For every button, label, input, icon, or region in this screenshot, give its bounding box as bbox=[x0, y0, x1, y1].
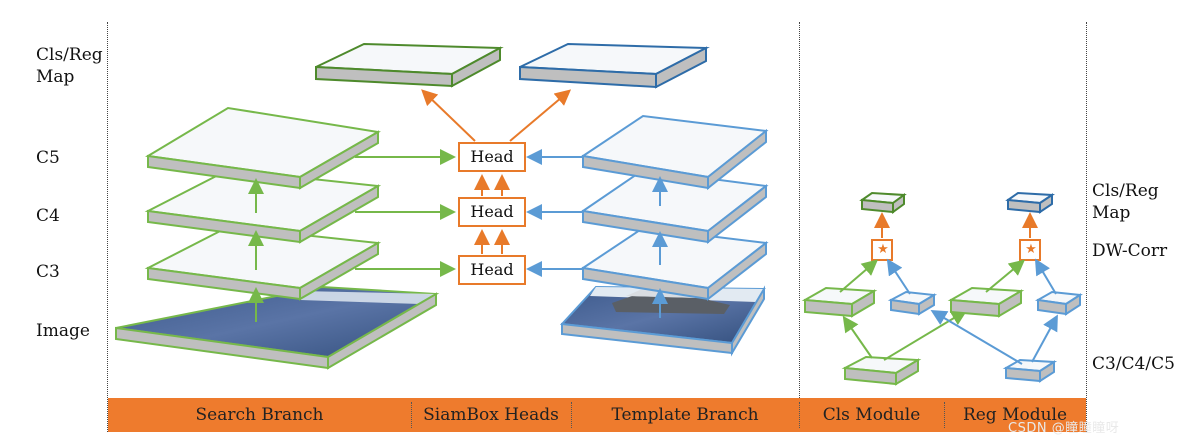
template-c5-slab bbox=[580, 114, 769, 191]
reg-feat-green bbox=[947, 286, 1025, 318]
bar-separator bbox=[944, 402, 945, 428]
reg-corr-star-icon: ★ bbox=[1025, 242, 1037, 257]
bar-separator bbox=[411, 402, 412, 428]
label-c3: C3 bbox=[36, 262, 60, 282]
segment-search-branch: Search Branch bbox=[195, 405, 324, 425]
segment-reg-module: Reg Module bbox=[962, 405, 1068, 425]
label-dw-corr: DW-Corr bbox=[1092, 241, 1168, 261]
head-to-reg-map-arrow bbox=[509, 89, 572, 142]
cls-output-map bbox=[859, 191, 907, 214]
label-c5: C5 bbox=[36, 148, 60, 168]
section-bar: Search Branch SiamBox Heads Template Bra… bbox=[108, 398, 1086, 432]
search-c4-slab bbox=[144, 168, 382, 244]
template-c3-slab bbox=[580, 226, 769, 302]
left-divider bbox=[107, 22, 108, 432]
label-c4: C4 bbox=[36, 206, 60, 226]
reg-output-map bbox=[1005, 191, 1056, 214]
reg-dwcorr-box bbox=[1019, 239, 1041, 261]
bar-separator bbox=[571, 402, 572, 428]
middle-divider bbox=[799, 22, 800, 432]
label-image: Image bbox=[36, 321, 90, 341]
segment-template-branch: Template Branch bbox=[611, 405, 759, 425]
reg-feat-blue-right bbox=[1034, 290, 1083, 316]
watermark: CSDN @瞳瞳瞳呀 bbox=[1008, 421, 1120, 436]
segment-cls-module: Cls Module bbox=[822, 405, 921, 425]
segment-siambox-heads: SiamBox Heads bbox=[423, 405, 559, 425]
head-to-cls-map-arrow bbox=[421, 89, 476, 142]
top-reg-map bbox=[519, 42, 710, 89]
reg-feat-blue-bottom bbox=[1002, 358, 1058, 383]
cls-module bbox=[801, 191, 968, 386]
search-image-slab bbox=[115, 285, 440, 370]
bar-separator bbox=[799, 402, 800, 428]
cls-feat-green-left bbox=[801, 286, 878, 318]
right-divider bbox=[1086, 22, 1087, 432]
cls-dwcorr-box bbox=[871, 239, 893, 261]
top-cls-map bbox=[315, 42, 504, 88]
template-c4-slab bbox=[580, 168, 769, 245]
label-c3c4c5: C3/C4/C5 bbox=[1092, 354, 1175, 374]
cls-feat-green-bottom bbox=[841, 355, 922, 386]
label-right-cls-reg-map: Cls/Reg Map bbox=[1092, 181, 1159, 223]
cls-feat-blue-right bbox=[887, 290, 938, 316]
reg-module bbox=[930, 191, 1083, 383]
head-box-c5: Head bbox=[458, 142, 526, 172]
template-image-slab bbox=[559, 285, 766, 357]
head-box-c3: Head bbox=[458, 255, 526, 285]
head-box-c4: Head bbox=[458, 197, 526, 227]
cls-corr-star-icon: ★ bbox=[877, 242, 889, 257]
label-cls-reg-map: Cls/Reg Map bbox=[36, 45, 103, 87]
search-c5-slab bbox=[145, 106, 381, 190]
